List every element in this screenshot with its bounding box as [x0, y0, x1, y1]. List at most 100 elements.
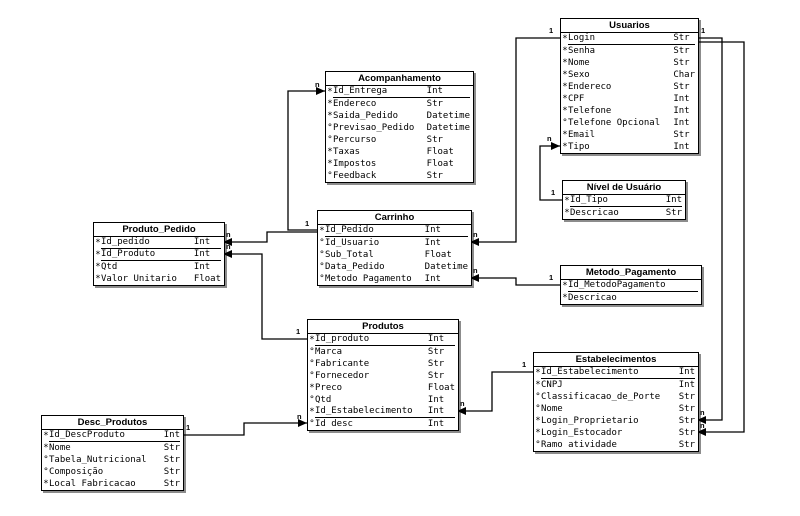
- field-type: Int: [673, 141, 690, 152]
- required-field-marker: *: [43, 442, 49, 453]
- field-type: Str: [163, 478, 181, 489]
- required-field-marker: *: [95, 261, 101, 272]
- field-type: Str: [426, 170, 443, 181]
- required-field-marker: *: [43, 430, 49, 441]
- field-name: Id_Pedido: [325, 225, 374, 235]
- field-name: Id_Estabelecimento: [541, 367, 639, 377]
- required-field-marker: *: [309, 334, 315, 345]
- optional-field-marker: °: [319, 237, 325, 248]
- field-type: Int: [678, 379, 696, 390]
- optional-field-marker: °: [327, 134, 333, 145]
- field-name: Login: [568, 33, 596, 43]
- optional-field-marker: °: [309, 358, 315, 369]
- field-type: Int: [193, 261, 211, 272]
- field-name: Valor Unitario: [101, 273, 177, 284]
- field-name: Ramo atividade: [541, 439, 617, 450]
- relation-connector-usuarios-carrinho[interactable]: [470, 37, 560, 246]
- relation-connector-carrinho-acompanhamento[interactable]: [287, 87, 325, 231]
- field-type: Str: [678, 427, 696, 438]
- field-type: Int: [665, 195, 683, 205]
- field-name: Descricao: [568, 292, 617, 303]
- required-field-marker: *: [564, 207, 570, 218]
- relation-connector-usuarios-estabelecimentos[interactable]: [697, 41, 745, 436]
- field-type: Str: [678, 391, 696, 402]
- field-name: Saida_Pedido: [333, 110, 399, 121]
- relation-connector-carrinho-produto_pedido[interactable]: [223, 231, 317, 246]
- required-field-marker: *: [562, 292, 568, 303]
- field-name: Sexo: [568, 69, 590, 80]
- required-field-marker: *: [562, 81, 568, 92]
- optional-field-marker: °: [319, 261, 325, 272]
- required-field-marker: *: [327, 146, 333, 157]
- cardinality-label: n: [700, 421, 705, 430]
- cardinality-label: n: [226, 230, 231, 239]
- field-type: Int: [427, 418, 445, 429]
- entity-title: Metodo_Pagamento: [561, 266, 701, 280]
- relation-connector-usuarios-estabelecimentos[interactable]: [697, 37, 723, 424]
- field-type: Str: [665, 207, 683, 218]
- field-name: Feedback: [333, 170, 377, 181]
- relation-connector-produtos-produto_pedido[interactable]: [223, 250, 307, 340]
- field-type: Str: [673, 129, 690, 140]
- entity-table-metodo_pagamento[interactable]: Metodo_Pagamento*Id_MetodoPagamento*Desc…: [560, 265, 702, 305]
- cardinality-label: n: [473, 230, 478, 239]
- required-field-marker: *: [95, 249, 101, 260]
- cardinality-label: n: [460, 399, 465, 408]
- required-field-marker: *: [562, 57, 568, 68]
- field-type: Int: [193, 249, 211, 259]
- field-type: Str: [678, 403, 696, 414]
- relation-connector-metodo_pagamento-carrinho[interactable]: [470, 274, 560, 286]
- field-type: Int: [424, 225, 441, 235]
- relation-connector-estabelecimentos-produtos[interactable]: [457, 371, 533, 415]
- field-type: Float: [426, 158, 454, 169]
- field-name: Login_Estocador: [541, 427, 623, 438]
- field-type: Datetime: [424, 261, 469, 272]
- field-name: Id_DescProduto: [49, 430, 125, 440]
- relation-connector-nivel_usuario-usuarios[interactable]: [539, 142, 562, 201]
- required-field-marker: *: [562, 33, 568, 44]
- relation-connector-desc_produtos-produtos[interactable]: [182, 419, 307, 436]
- field-name: Login_Proprietario: [541, 415, 639, 426]
- entity-title: Produto_Pedido: [94, 223, 224, 237]
